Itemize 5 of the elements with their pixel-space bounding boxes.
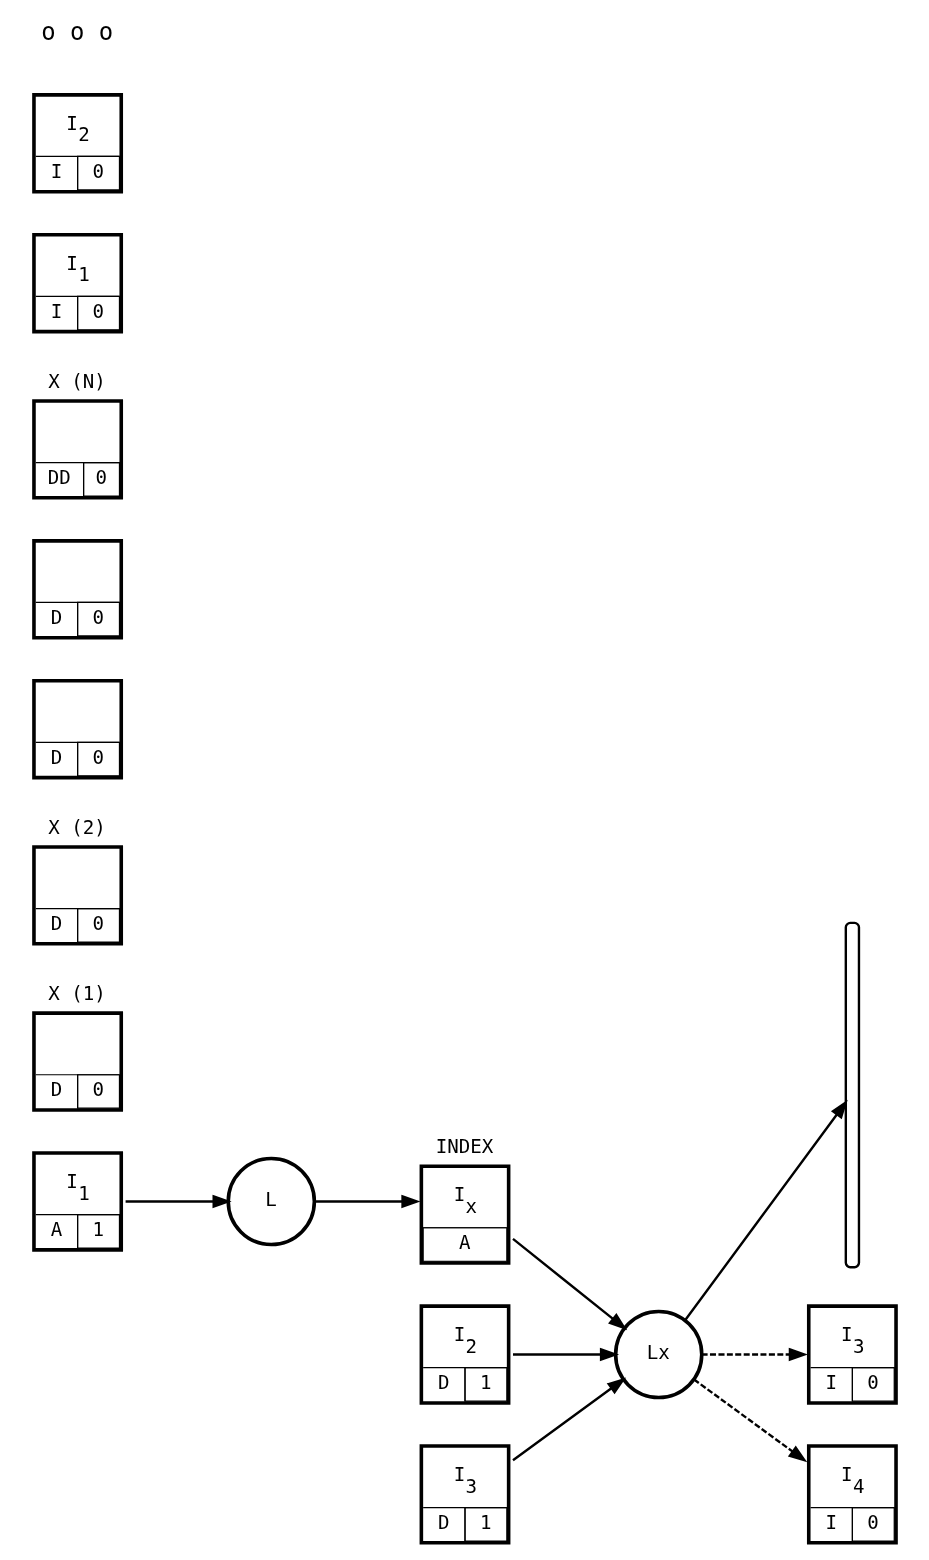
label: o o o — [40, 18, 113, 47]
node-label: INDEX — [435, 1135, 493, 1159]
node-label: X (2) — [47, 816, 106, 840]
node-label: X (1) — [47, 982, 106, 1006]
node-label: X (N) — [47, 370, 106, 394]
